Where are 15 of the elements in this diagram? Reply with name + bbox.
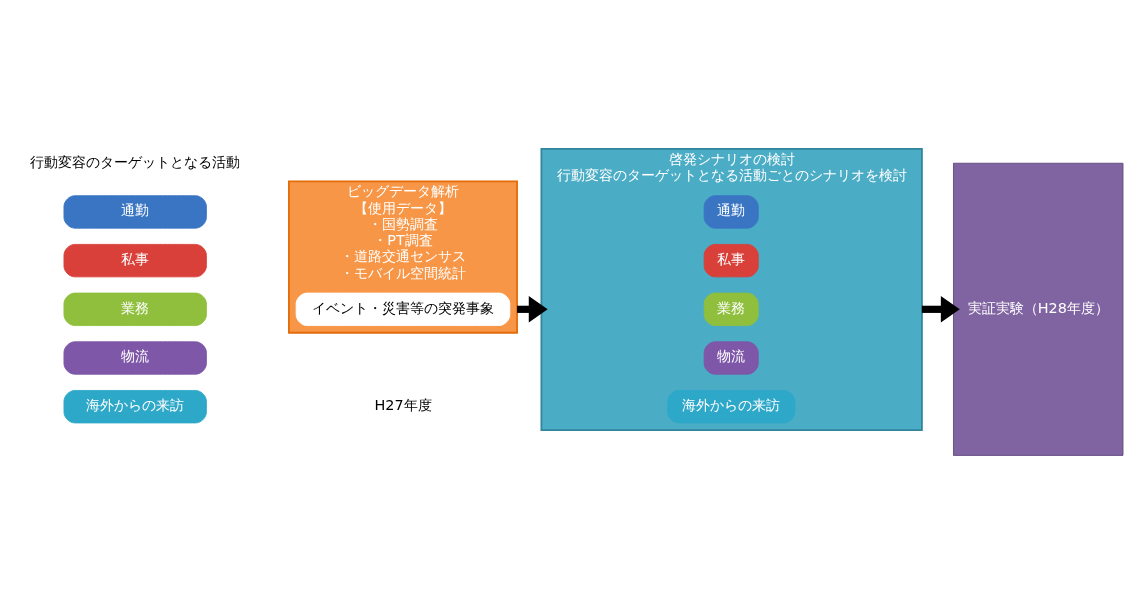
node-box: 海外からの来訪	[63, 389, 207, 423]
node-box: 業務	[703, 292, 759, 326]
node-box: 実証実験（H28年度）	[953, 162, 1124, 456]
node-box: 通勤	[63, 194, 207, 229]
node-box: 海外からの来訪	[667, 389, 796, 423]
label: H27年度	[374, 396, 432, 413]
node-box: 私事	[63, 243, 207, 277]
node-box: 物流	[703, 340, 759, 375]
arrow	[921, 295, 960, 323]
node-box: 私事	[703, 243, 759, 277]
node-box: 物流	[63, 340, 207, 375]
label: 行動変容のターゲットとなる活動	[30, 153, 241, 170]
node-box: 業務	[63, 292, 207, 326]
node-box: 通勤	[703, 194, 759, 229]
node-box: イベント・災害等の突発事象	[295, 292, 511, 326]
